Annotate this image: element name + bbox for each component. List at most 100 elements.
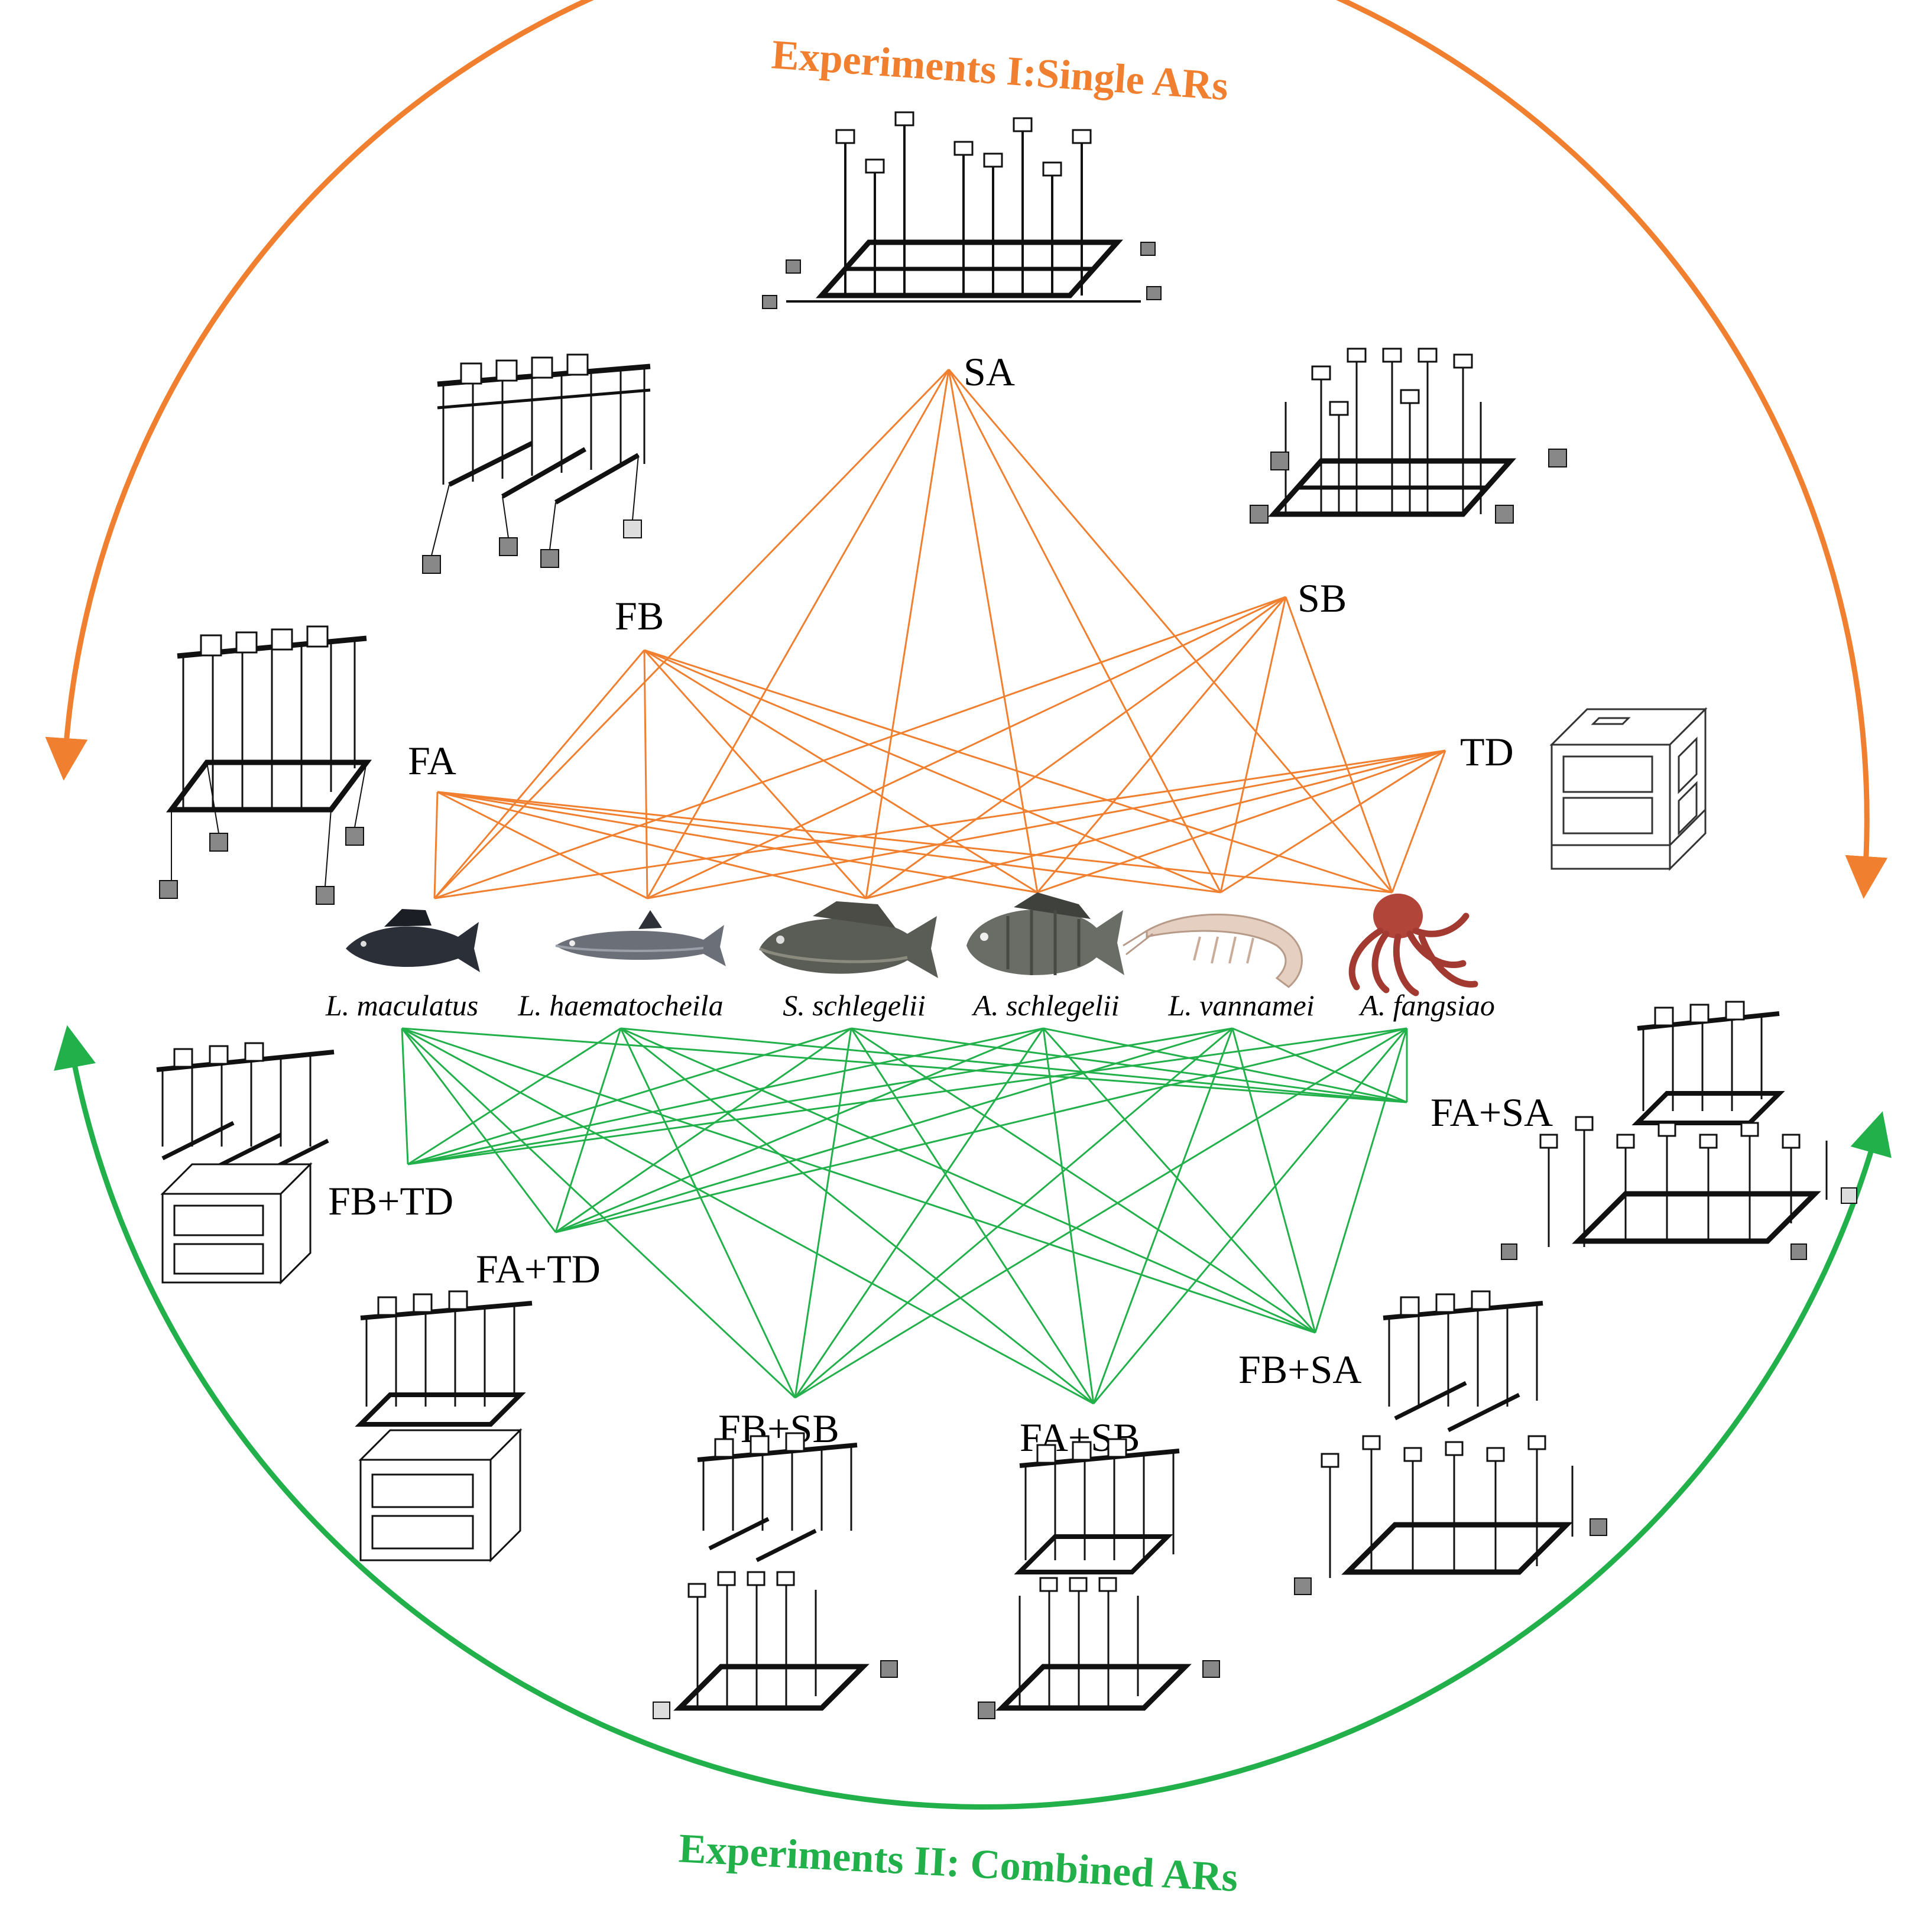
node-label-fb: FB (615, 593, 664, 638)
combined-edge-4-4 (794, 1027, 1233, 1399)
reef-combined-fa-sa-icon (1501, 1001, 1857, 1260)
combined-edge-1-3 (407, 1027, 1044, 1165)
single-edge-2-4 (1219, 596, 1287, 893)
combined-edge-1-5 (407, 1027, 1407, 1165)
combined-edge-0-0 (401, 1027, 1407, 1103)
single-edge-3-5 (437, 791, 1393, 894)
node-label-fb-sa: FB+SA (1238, 1347, 1361, 1392)
single-edge-3-1 (437, 791, 648, 900)
reef-floating-bars-icon (422, 353, 651, 574)
reef-cylinders-icon (762, 111, 1162, 309)
reef-cube-icon (1549, 707, 1708, 871)
single-edge-0-0 (433, 368, 950, 900)
combined-edge-2-4 (555, 1027, 1233, 1233)
combined-edge-5-3 (1042, 1028, 1095, 1404)
node-label-sb: SB (1298, 576, 1347, 621)
single-edge-0-4 (948, 369, 1222, 893)
single-edge-1-4 (644, 649, 1221, 894)
single-edge-0-5 (948, 369, 1393, 893)
combined-edge-1-2 (407, 1027, 852, 1165)
node-label-fa: FA (408, 738, 456, 783)
single-edge-3-0 (433, 791, 439, 899)
single-ar-edges (433, 368, 1446, 900)
fish-dark-icon (346, 909, 480, 972)
reef-combined-fb-sb-icon (653, 1432, 898, 1719)
combined-edge-3-3 (1042, 1028, 1316, 1333)
combined-edge-2-3 (555, 1027, 1044, 1233)
single-edge-4-1 (647, 749, 1446, 900)
node-label-fb-td: FB+TD (328, 1178, 453, 1223)
node-label-fa-td: FA+TD (476, 1246, 601, 1291)
single-edge-0-3 (948, 369, 1039, 893)
fish-slender-icon (555, 910, 726, 966)
species-label-l-haematocheila: L. haematocheila (517, 989, 723, 1022)
combined-edge-2-0 (401, 1028, 557, 1233)
reef-combined-fa-sb-icon (978, 1438, 1220, 1719)
single-edge-1-5 (644, 649, 1393, 894)
single-edge-3-3 (437, 791, 1038, 894)
species-label-s-schlegelii: S. schlegelii (783, 989, 926, 1022)
combined-edge-5-5 (1092, 1028, 1408, 1404)
combined-edge-4-2 (794, 1028, 852, 1398)
seabream-icon (966, 892, 1124, 975)
combined-edge-5-2 (850, 1028, 1095, 1404)
combined-experiments-title: Experiments II: Combined ARs (677, 1826, 1239, 1900)
combined-edge-3-1 (620, 1027, 1316, 1334)
octopus-icon (1348, 894, 1478, 996)
single-edge-1-2 (643, 650, 867, 899)
shrimp-icon (1123, 913, 1303, 988)
single-edge-1-1 (643, 650, 648, 899)
combined-edge-1-4 (407, 1027, 1233, 1165)
single-edge-4-0 (434, 749, 1446, 900)
single-experiments-arc (45, 0, 1888, 899)
species-label-a-fangsiao: A. fangsiao (1358, 989, 1495, 1022)
node-label-td: TD (1460, 729, 1514, 774)
combined-edge-3-0 (401, 1027, 1316, 1334)
single-edge-1-0 (433, 650, 646, 899)
combined-edge-2-5 (555, 1027, 1407, 1233)
single-edge-2-2 (865, 596, 1286, 900)
combined-edge-1-1 (407, 1027, 621, 1165)
single-edge-0-2 (865, 369, 950, 899)
combined-edge-3-2 (851, 1027, 1316, 1334)
single-edge-2-0 (434, 596, 1286, 900)
reef-combined-fb-sa-icon (1294, 1290, 1607, 1595)
reef-floating-frame-icon (159, 625, 372, 905)
combined-edge-3-5 (1314, 1028, 1408, 1333)
species-label-l-maculatus: L. maculatus (325, 989, 478, 1022)
combined-edge-0-3 (1043, 1027, 1407, 1103)
node-label-fb-sb: FB+SB (718, 1406, 839, 1451)
combined-edge-5-1 (620, 1027, 1094, 1405)
single-edge-4-3 (1037, 749, 1446, 894)
species-label-l-vannamei: L. vannamei (1167, 989, 1314, 1022)
combined-edge-4-0 (401, 1027, 796, 1399)
reef-combined-fa-td-icon (355, 1290, 533, 1563)
combined-ar-edges (401, 1027, 1408, 1405)
combined-edge-3-4 (1231, 1028, 1316, 1333)
node-label-fa-sa: FA+SA (1431, 1090, 1553, 1135)
combined-edge-2-2 (555, 1027, 852, 1233)
reef-cylinder-grid-icon (1250, 348, 1567, 524)
reef-combined-fb-td-icon (156, 1042, 335, 1285)
single-edge-3-2 (437, 791, 867, 900)
species-label-a-schlegelii: A. schlegelii (971, 989, 1119, 1022)
single-edge-0-1 (646, 369, 950, 899)
combined-edge-5-0 (401, 1027, 1094, 1405)
single-edge-4-5 (1391, 750, 1446, 893)
single-edge-4-2 (865, 749, 1446, 900)
single-edge-1-3 (644, 649, 1038, 894)
combined-edge-4-1 (619, 1028, 796, 1398)
single-edge-3-4 (437, 791, 1221, 894)
single-edge-2-1 (647, 596, 1286, 900)
combined-edge-1-0 (401, 1028, 409, 1165)
combined-edge-4-5 (794, 1027, 1407, 1399)
rockfish-icon (758, 901, 938, 978)
combined-edge-0-4 (1232, 1027, 1407, 1103)
single-edge-4-4 (1220, 749, 1446, 894)
node-label-sa: SA (964, 349, 1015, 394)
combined-experiments-arc (54, 1025, 1892, 1810)
single-edge-2-5 (1285, 596, 1393, 893)
combined-edge-5-4 (1092, 1028, 1234, 1404)
single-experiments-title: Experiments I:Single ARs (770, 32, 1230, 109)
